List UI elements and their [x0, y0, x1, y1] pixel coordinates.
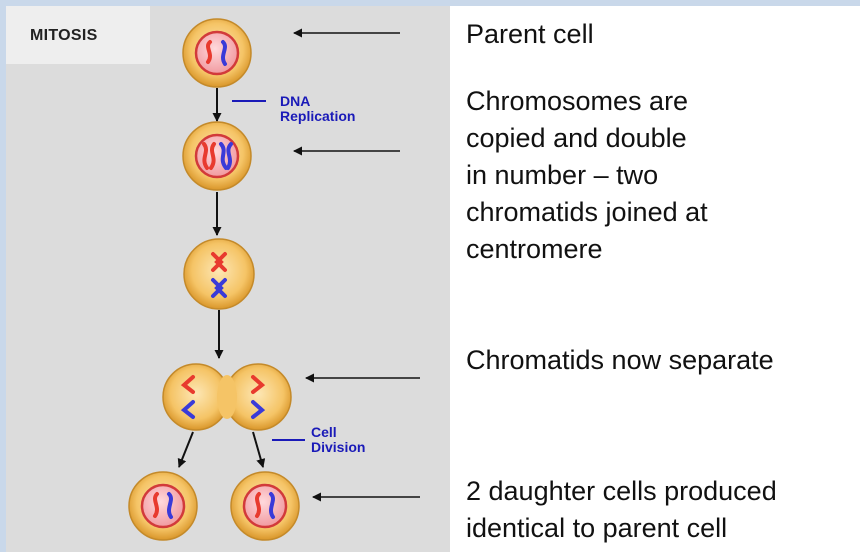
cell-division-label: Cell Division: [311, 424, 366, 455]
arrow-daughter-left: [177, 431, 194, 468]
replicated-cell: [182, 121, 252, 191]
title-box: [6, 6, 150, 64]
desc-parent-cell: Parent cell: [466, 19, 594, 49]
left-border: [0, 0, 6, 552]
aligned-cell: [183, 238, 255, 310]
desc-chromosomes-copied: Chromosomes are copied and double in num…: [466, 86, 708, 264]
arrow-daughter-right: [252, 431, 266, 468]
desc-chromatids-separate: Chromatids now separate: [466, 345, 774, 375]
dividing-cell: [162, 363, 292, 431]
desc-daughter-cells: 2 daughter cells produced identical to p…: [466, 476, 777, 543]
parent-cell: [182, 18, 252, 88]
daughter-cell-right: [230, 471, 300, 541]
dna-replication-label: DNA Replication: [280, 93, 356, 124]
daughter-cell-left: [128, 471, 198, 541]
top-border: [0, 0, 860, 6]
diagram-title: MITOSIS: [30, 27, 98, 44]
